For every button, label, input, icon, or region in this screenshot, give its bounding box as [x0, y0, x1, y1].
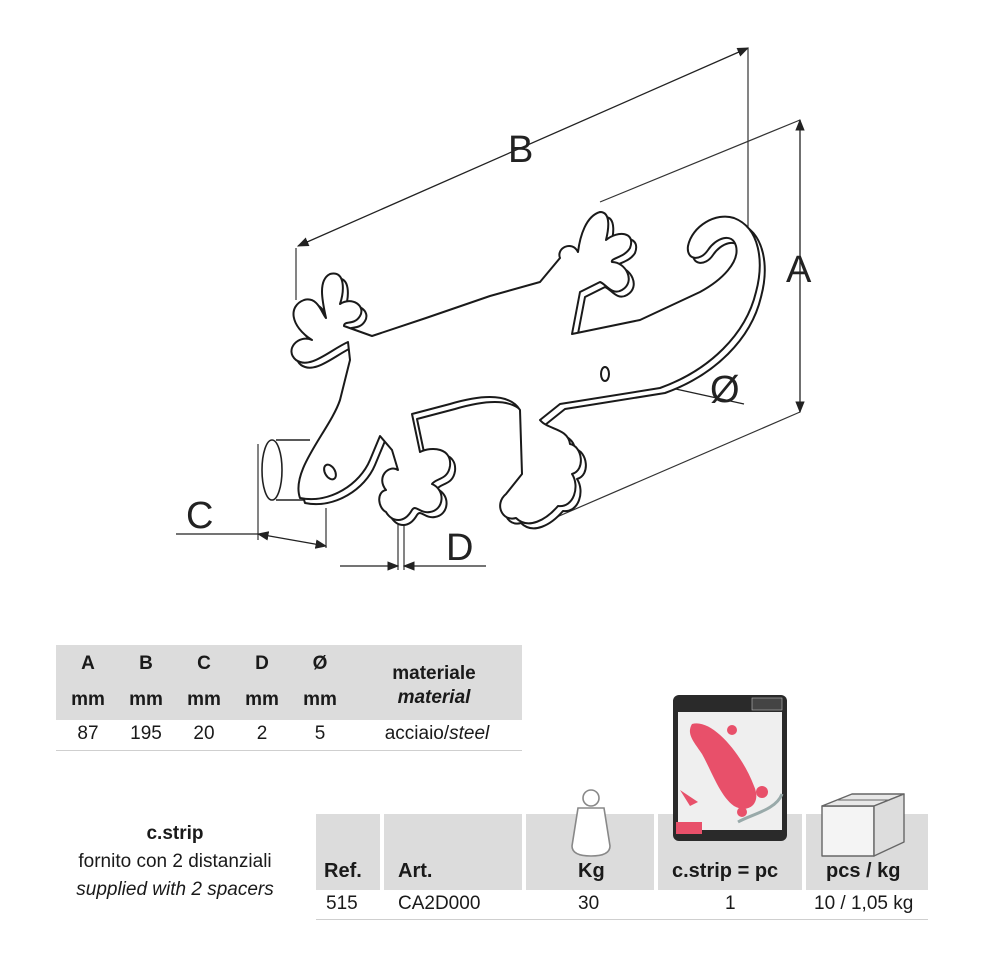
technical-drawing: B A C D Ø [176, 47, 812, 571]
col-b-letter: B [139, 653, 153, 674]
dim-label-d: D [446, 527, 473, 569]
row-art: CA2D000 [398, 893, 481, 914]
row-divider [316, 919, 928, 920]
row-cstrip: 1 [725, 893, 736, 914]
col-diameter-unit: mm [303, 689, 337, 710]
product-card-icon [673, 695, 787, 841]
packaging-description: c.strip fornito con 2 distanziali suppli… [40, 820, 310, 904]
value-material-it: acciaio/ [384, 723, 450, 744]
value-material-en: steel [449, 723, 490, 744]
col-material-en: material [397, 687, 471, 708]
spec-table-header: A mm B mm C mm D mm Ø mm materiale mater… [56, 645, 522, 720]
header-art: Art. [384, 814, 522, 890]
value-material: acciaio/steel [362, 723, 512, 745]
dim-label-a: A [786, 249, 812, 291]
row-ref: 515 [326, 893, 358, 914]
dim-label-c: C [186, 495, 213, 537]
value-c: 20 [193, 723, 215, 744]
weight-icon [571, 789, 611, 857]
mounting-hole [600, 366, 610, 382]
value-diameter: 5 [314, 723, 326, 744]
packaging-title: c.strip [146, 823, 204, 844]
box-icon [821, 793, 905, 857]
col-b-unit: mm [129, 689, 163, 710]
col-diameter-letter: Ø [312, 653, 328, 674]
col-material-it: materiale [392, 663, 476, 684]
col-c-letter: C [197, 653, 211, 674]
gecko-eye [323, 463, 337, 481]
packaging-desc-en: supplied with 2 spacers [76, 879, 274, 900]
value-d: 2 [256, 723, 268, 744]
header-art-label: Art. [398, 860, 433, 882]
col-d-letter: D [255, 653, 269, 674]
packaging-desc-it: fornito con 2 distanziali [78, 851, 272, 872]
header-cstrip-label: c.strip = pc [672, 860, 779, 882]
row-kg: 30 [578, 893, 600, 914]
header-kg-label: Kg [578, 860, 605, 882]
dimension-arrows [176, 47, 805, 571]
col-a-unit: mm [71, 689, 105, 710]
col-c-unit: mm [187, 689, 221, 710]
spec-table: A mm B mm C mm D mm Ø mm materiale mater… [56, 645, 522, 751]
dim-label-b: B [508, 129, 533, 171]
header-pcs-label: pcs / kg [826, 860, 901, 882]
dim-label-diameter: Ø [710, 369, 740, 411]
gecko-plate [290, 211, 766, 530]
row-pcs: 10 / 1,05 kg [814, 893, 914, 914]
header-ref-label: Ref. [324, 860, 362, 882]
header-ref: Ref. [316, 814, 380, 890]
col-d-unit: mm [245, 689, 279, 710]
value-a: 87 [77, 723, 99, 744]
col-a-letter: A [81, 653, 95, 674]
value-b: 195 [130, 723, 162, 744]
spec-table-row: 87 195 20 2 5 acciaio/steel [56, 720, 522, 751]
